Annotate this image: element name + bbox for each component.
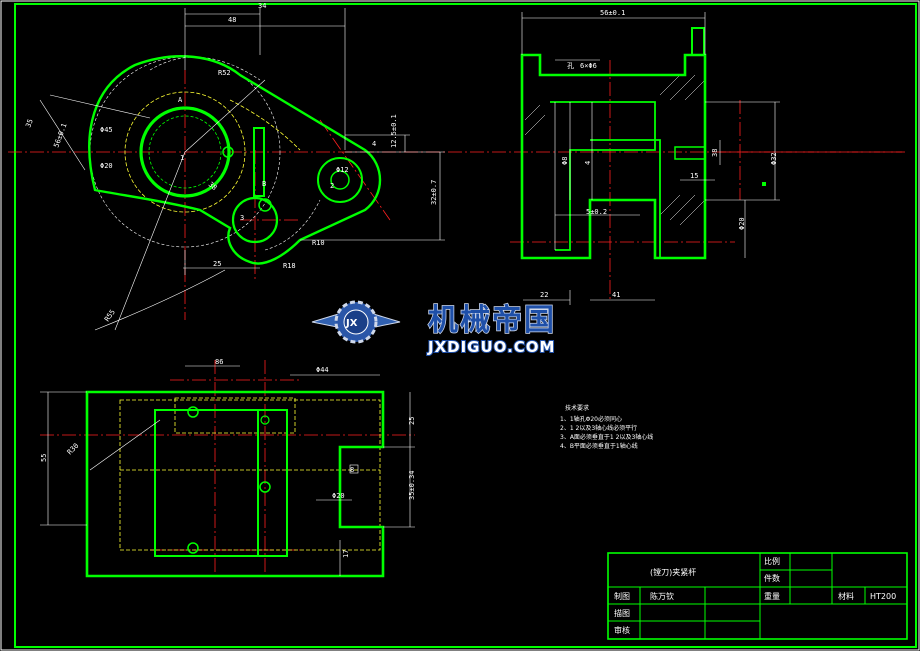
dim-25: 25 — [213, 260, 221, 268]
drawer-name: 陈万钦 — [650, 591, 674, 601]
watermark-cn: 机械帝国 — [428, 303, 556, 338]
count-label: 件数 — [764, 573, 780, 583]
dim-12-5: 12.5±0.1 — [390, 114, 398, 148]
dim-phi45: Φ45 — [100, 126, 113, 134]
dim-phi12: Φ12 — [336, 166, 349, 174]
dim-r55: R55 — [103, 308, 117, 323]
dim-phi20: Φ20 — [100, 162, 113, 170]
inner-border — [14, 3, 917, 648]
title-text: (镗刀)夹紧杆 — [650, 567, 696, 577]
dim-48: 48 — [228, 16, 236, 24]
dim-38b: 38 — [711, 149, 719, 157]
note-3: 3、A面必须垂直于1 2以及3轴心线 — [560, 433, 653, 441]
dim-total-width: 56±0.1 — [600, 9, 625, 17]
label-3: 3 — [240, 214, 244, 222]
dim-phi44: Φ44 — [316, 366, 329, 374]
dim-35b: 35±0.34 — [408, 470, 416, 500]
dim-r10: R10 — [312, 239, 325, 247]
label-2: 2 — [330, 182, 334, 190]
dim-m8: 6×Φ6 — [580, 62, 597, 70]
dim-86: 86 — [215, 358, 223, 366]
watermark: JX 机械帝国 JXDIGUO.COM — [311, 300, 556, 357]
material-label: 材料 — [838, 591, 854, 601]
dim-r18: R18 — [283, 262, 296, 270]
dim-phi32: Φ32 — [770, 152, 778, 165]
label-b: B — [262, 180, 266, 188]
note-2: 2、1 2以及3轴心线必须平行 — [560, 424, 637, 432]
scale-label: 比例 — [764, 556, 780, 566]
dim-41: 41 — [612, 291, 620, 299]
dim-38: 38 — [207, 180, 219, 192]
label-a: A — [178, 96, 183, 104]
top-view: 86 Φ44 55 25 35±0.34 Φ20 8 17 R30 — [40, 358, 416, 578]
hub-outer — [139, 106, 231, 198]
dim-22: 22 — [540, 291, 548, 299]
dim-b-label: 4 — [584, 161, 592, 165]
dim-55: 55 — [40, 454, 48, 462]
dim-5: 5±0.2 — [586, 208, 607, 216]
dim-phi20b: Φ20 — [738, 217, 746, 230]
technical-notes: 技术要求 1、1轴孔Φ20必须同心 2、1 2以及3轴心线必须平行 3、A面必须… — [560, 404, 653, 450]
dim-17: 17 — [342, 550, 350, 558]
label-1: 1 — [180, 154, 184, 162]
hole-3 — [231, 196, 279, 244]
slot — [253, 127, 265, 197]
lever-outline — [88, 55, 382, 265]
dim-34: 34 — [258, 2, 266, 10]
material-value: HT200 — [870, 592, 896, 601]
hole-2 — [317, 157, 363, 203]
dim-phi8: Φ8 — [561, 157, 569, 165]
dim-r52: R52 — [218, 69, 231, 77]
watermark-en: JXDIGUO.COM — [427, 338, 555, 356]
dim-8: 8 — [350, 466, 354, 474]
draw-label: 制图 — [614, 591, 630, 601]
dim-15: 15 — [690, 172, 698, 180]
dim-32: 32±0.7 — [430, 180, 438, 205]
section-view: 56±0.1 孔 6×Φ6 Φ8 4 5±0.2 22 41 38 15 Φ32… — [520, 9, 780, 305]
weight-label: 重量 — [764, 591, 780, 601]
design-label: 描图 — [614, 608, 630, 618]
dim-hole: 孔 — [567, 62, 574, 70]
dim-r30: R30 — [66, 442, 81, 457]
dim-phi20c: Φ20 — [332, 492, 345, 500]
watermark-logo-text: JX — [345, 318, 358, 329]
dim-56: 56±0.1 — [52, 122, 68, 149]
dim-4: 4 — [372, 140, 376, 148]
dim-35: 35 — [24, 118, 34, 129]
note-1: 1、1轴孔Φ20必须同心 — [560, 415, 622, 423]
notes-heading: 技术要求 — [565, 404, 589, 412]
front-view: 48 34 R52 35 56±0.1 Φ45 Φ20 A 1 2 3 Φ12 … — [24, 2, 445, 331]
note-4: 4、B平面必须垂直于1轴心线 — [560, 442, 638, 450]
review-label: 审核 — [614, 625, 630, 635]
dim-25b: 25 — [408, 417, 416, 425]
title-block — [607, 552, 908, 640]
